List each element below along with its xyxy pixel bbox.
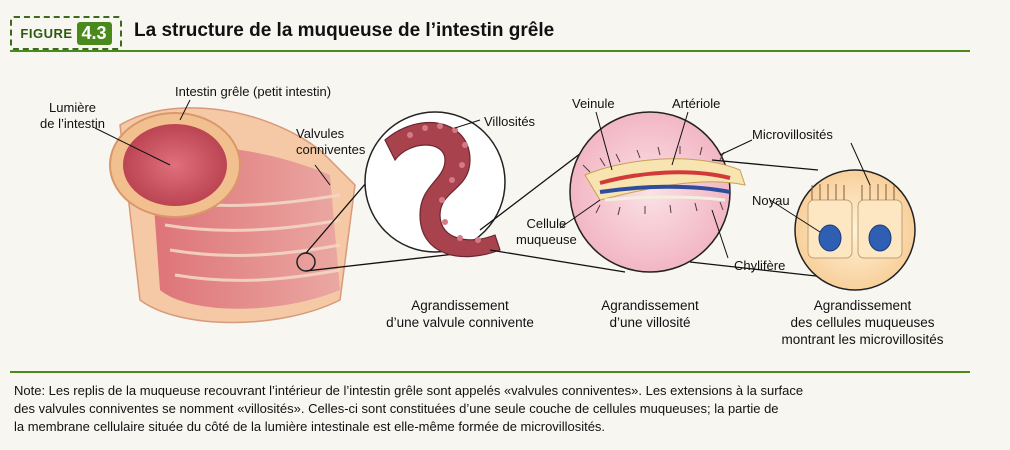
note-line: des valvules conniventes se nomment «vil… [14, 400, 974, 418]
footer-divider [10, 371, 970, 373]
villus-enlargement [570, 112, 745, 272]
label-microvillosites: Microvillosités [752, 127, 833, 143]
caption-valvule: Agrandissement d’une valvule connivente [360, 297, 560, 331]
note-line: la membrane cellulaire située du côté de… [14, 418, 974, 436]
figure-note: Note: Les replis de la muqueuse recouvra… [14, 382, 974, 436]
label-valvules-conniventes: Valvules conniventes [296, 126, 365, 158]
note-line: Note: Les replis de la muqueuse recouvra… [14, 382, 974, 400]
label-intestin-grele: Intestin grêle (petit intestin) [175, 84, 331, 100]
label-noyau: Noyau [752, 193, 790, 209]
label-arteriole: Artériole [672, 96, 720, 112]
caption-villosite: Agrandissement d’une villosité [565, 297, 735, 331]
label-cellule-muqueuse: Cellule muqueuse [516, 216, 577, 248]
label-chylifere: Chylifère [734, 258, 785, 274]
label-veinule: Veinule [572, 96, 615, 112]
label-villosites: Villosités [484, 114, 535, 130]
caption-cellules: Agrandissement des cellules muqueuses mo… [760, 297, 965, 348]
cells-enlargement [795, 170, 915, 290]
label-lumiere: Lumière de l’intestin [40, 100, 105, 132]
valvule-enlargement [365, 112, 505, 257]
